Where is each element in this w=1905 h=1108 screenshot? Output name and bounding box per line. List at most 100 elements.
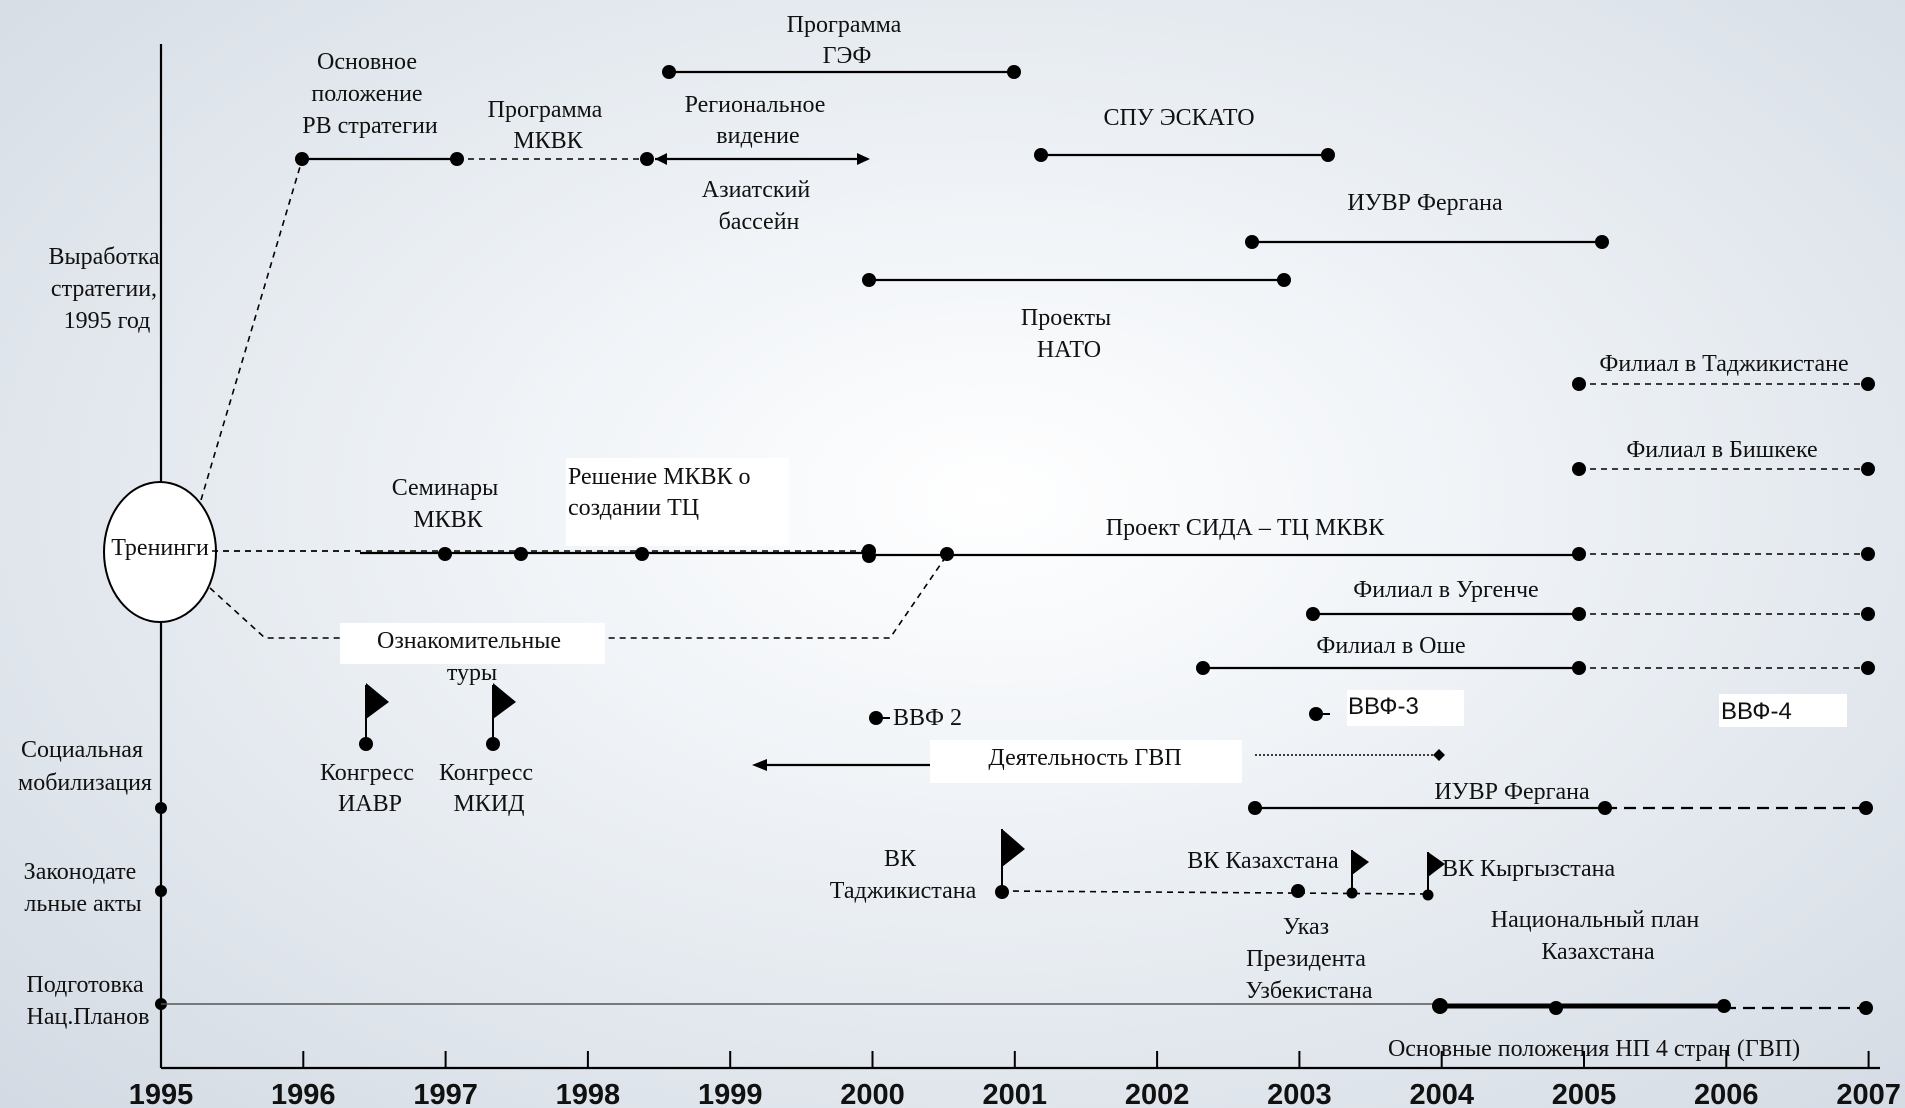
- label-decision-tc: Решение МКВК о создании ТЦ: [568, 464, 757, 521]
- trainings-ellipse: [103, 481, 217, 623]
- label-national-plans: Подготовка Нац.Планов: [26, 972, 149, 1030]
- dot-tajik-start: [1572, 377, 1586, 391]
- flag-congress-iaabr: [359, 683, 389, 751]
- connector-strategy: [200, 159, 303, 501]
- line-water-codes: [1001, 890, 1429, 895]
- label-iwrm-fergana-bottom: ИУВР Фергана: [1434, 779, 1590, 805]
- dot-decision: [635, 547, 649, 561]
- label-seminars: Семинары МКВК: [392, 475, 505, 533]
- dot-np-end: [1859, 1001, 1873, 1015]
- dot-osh-end: [1861, 661, 1875, 675]
- year-tick-label: 1996: [271, 1079, 336, 1108]
- label-program-icwc: Программа МКВК: [488, 97, 609, 154]
- dot-wwf2: [869, 711, 883, 725]
- dot-sida-start: [940, 547, 954, 561]
- year-tick-label: 1998: [556, 1079, 621, 1108]
- dot-sida-end: [1861, 547, 1875, 561]
- label-wc-tajik: ВК Таджикистана: [830, 846, 977, 904]
- dot-iwrm-bottom-end: [1859, 801, 1873, 815]
- year-tick-label: 1999: [698, 1079, 763, 1108]
- dot-nato-start: [862, 273, 876, 287]
- label-congress-iaabr: Конгресс ИАВР: [320, 760, 420, 817]
- dot-wwf3: [1309, 707, 1323, 721]
- label-wwf2: ВВФ 2: [893, 705, 962, 731]
- dot-urgench-end: [1861, 607, 1875, 621]
- flag-wc-tajik: [995, 829, 1025, 899]
- year-tick-label: 2004: [1409, 1079, 1474, 1108]
- flag-congress-icid: [486, 683, 516, 751]
- label-sida: Проект СИДА – ТЦ МКВК: [1106, 515, 1386, 541]
- dot-bishkek-start: [1572, 462, 1586, 476]
- label-wwf4: ВВФ-4: [1721, 698, 1792, 725]
- diamond-gwp: [1433, 749, 1445, 761]
- dot-osh-start: [1196, 661, 1210, 675]
- label-wc-kazakh: ВК Казахстана: [1187, 848, 1339, 874]
- box-gwp: [930, 740, 1242, 783]
- dot-iwrm-bottom-2005: [1598, 801, 1612, 815]
- arrowhead-right-regional: [857, 153, 870, 165]
- dot-spu-start: [1034, 148, 1048, 162]
- year-tick-label: 2005: [1552, 1079, 1617, 1108]
- dot-iwrm-bottom-start: [1248, 801, 1262, 815]
- label-gwp: Деятельность ГВП: [988, 745, 1181, 771]
- axis-dot-legal: [155, 885, 167, 897]
- dot-urgench-2005: [1572, 607, 1586, 621]
- year-tick-label: 2003: [1267, 1079, 1332, 1108]
- box-wwf4: [1719, 694, 1847, 727]
- label-branch-urgench: Филиал в Ургенче: [1353, 577, 1538, 603]
- dot-rv-1998: [640, 152, 654, 166]
- dot-rv-1997: [450, 152, 464, 166]
- dot-gef-end: [1007, 65, 1021, 79]
- arrowhead-left-regional: [655, 153, 667, 165]
- label-strategy: Выработка стратегии, 1995 год: [48, 244, 165, 334]
- dot-2000-b: [862, 549, 876, 563]
- label-nato: Проекты НАТО: [1021, 305, 1117, 363]
- dot-spu-end: [1321, 148, 1335, 162]
- label-gef: Программа ГЭФ: [787, 12, 908, 69]
- label-basic-rv: Основное положение РВ стратегии: [302, 49, 438, 139]
- dot-tajik-end: [1861, 377, 1875, 391]
- year-tick-label: 2000: [840, 1079, 905, 1108]
- label-study-tours: Ознакомительные туры: [377, 628, 567, 686]
- label-wwf3: ВВФ-3: [1348, 693, 1419, 720]
- box-decision-tc: [566, 458, 789, 546]
- label-social-mobilization: Социальная мобилизация: [18, 737, 152, 796]
- dot-np-2006: [1717, 999, 1731, 1013]
- label-regional-vision: Региональное видение: [685, 92, 832, 149]
- label-branch-bishkek: Филиал в Бишкеке: [1626, 437, 1817, 463]
- year-tick-label: 2006: [1694, 1079, 1759, 1108]
- dot-bishkek-end: [1861, 462, 1875, 476]
- dot-seminar-1: [438, 547, 452, 561]
- dot-nato-end: [1277, 273, 1291, 287]
- label-national-plan-kz: Национальный план Казахстана: [1491, 907, 1705, 965]
- label-branch-osh: Филиал в Оше: [1316, 633, 1465, 659]
- label-iwrm-fergana-top: ИУВР Фергана: [1347, 190, 1503, 216]
- dot-decree: [1291, 884, 1305, 898]
- box-study-tours: [340, 623, 605, 664]
- axis-dot-social: [155, 802, 167, 814]
- trainings-label: Тренинги: [111, 535, 209, 561]
- dot-iwrm-top-end: [1595, 235, 1609, 249]
- dot-iwrm-top-start: [1245, 235, 1259, 249]
- year-tick-label: 2007: [1836, 1079, 1901, 1108]
- year-tick-label: 2002: [1125, 1079, 1190, 1108]
- flag-wc-kazakh: [1346, 850, 1369, 899]
- label-wc-kyrgyz: ВК Кыргызстана: [1442, 856, 1616, 882]
- dot-seminar-2: [514, 547, 528, 561]
- label-basic-np: Основные положения НП 4 стран (ГВП): [1388, 1036, 1800, 1062]
- label-branch-tajik: Филиал в Таджикистане: [1599, 351, 1848, 377]
- arrowhead-gwp: [752, 759, 767, 771]
- dot-urgench-start: [1306, 607, 1320, 621]
- year-tick-label: 1997: [413, 1079, 478, 1108]
- label-asian-basin: Азиатский бассейн: [702, 177, 816, 235]
- year-tick-label: 2001: [983, 1079, 1048, 1108]
- dot-np-2005: [1549, 1001, 1563, 1015]
- label-decree: Указ Президента Узбекистана: [1246, 914, 1373, 1004]
- dot-osh-2005: [1572, 661, 1586, 675]
- box-wwf3: [1347, 690, 1464, 726]
- dot-sida-2005: [1572, 547, 1586, 561]
- label-spu-escap: СПУ ЭСКАТО: [1103, 105, 1254, 131]
- dot-gef-start: [662, 65, 676, 79]
